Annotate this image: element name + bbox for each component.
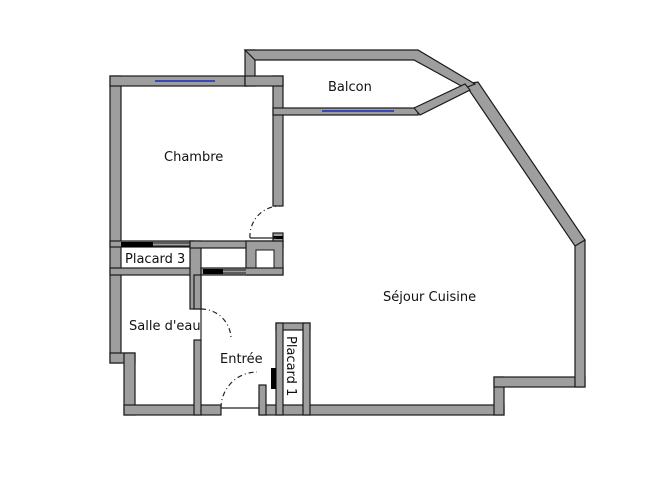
wall-chambre-right [272, 75, 284, 207]
wall-placard3-bottom [109, 267, 202, 276]
closet-inner [255, 249, 275, 269]
label-chambre: Chambre [164, 150, 223, 165]
exterior-walls [109, 49, 586, 416]
chambre-door-arc [249, 205, 281, 239]
wall-placard1-left [275, 322, 284, 416]
salle-deau-door-arc [200, 308, 232, 341]
placard1-door-block [271, 368, 276, 389]
entree-door-arc [220, 371, 258, 409]
chambre-door-jamb [273, 236, 283, 239]
wall-left-upper [109, 75, 122, 364]
wall-right [574, 239, 586, 388]
wall-middle-mid [193, 274, 202, 310]
wall-placard1-right [302, 322, 311, 416]
label-placard3: Placard 3 [125, 252, 185, 267]
wall-chambre-top-right [244, 75, 284, 87]
wall-diagonal [463, 81, 586, 247]
wall-bottom-left [123, 404, 222, 416]
wall-bottom-right [258, 404, 505, 416]
wall-right-bottom [493, 376, 586, 388]
room-labels: Balcon Chambre Placard 3 Salle d'eau Ent… [125, 80, 476, 396]
windows [155, 80, 394, 112]
label-entree: Entrée [220, 352, 263, 367]
placard3-door-block [121, 242, 153, 247]
label-salle-deau: Salle d'eau [129, 319, 201, 334]
wall-entree-stub [258, 384, 267, 416]
doors [200, 205, 281, 409]
interior-walls [109, 232, 311, 416]
wall-balcon-diagonal [413, 83, 471, 116]
wall-closet-bottom [200, 267, 284, 276]
label-placard1: Placard 1 [283, 336, 298, 396]
label-sejour: Séjour Cuisine [383, 290, 476, 305]
label-balcon: Balcon [328, 80, 372, 95]
closet-door-block [203, 269, 223, 274]
wall-middle-lower [193, 339, 202, 416]
